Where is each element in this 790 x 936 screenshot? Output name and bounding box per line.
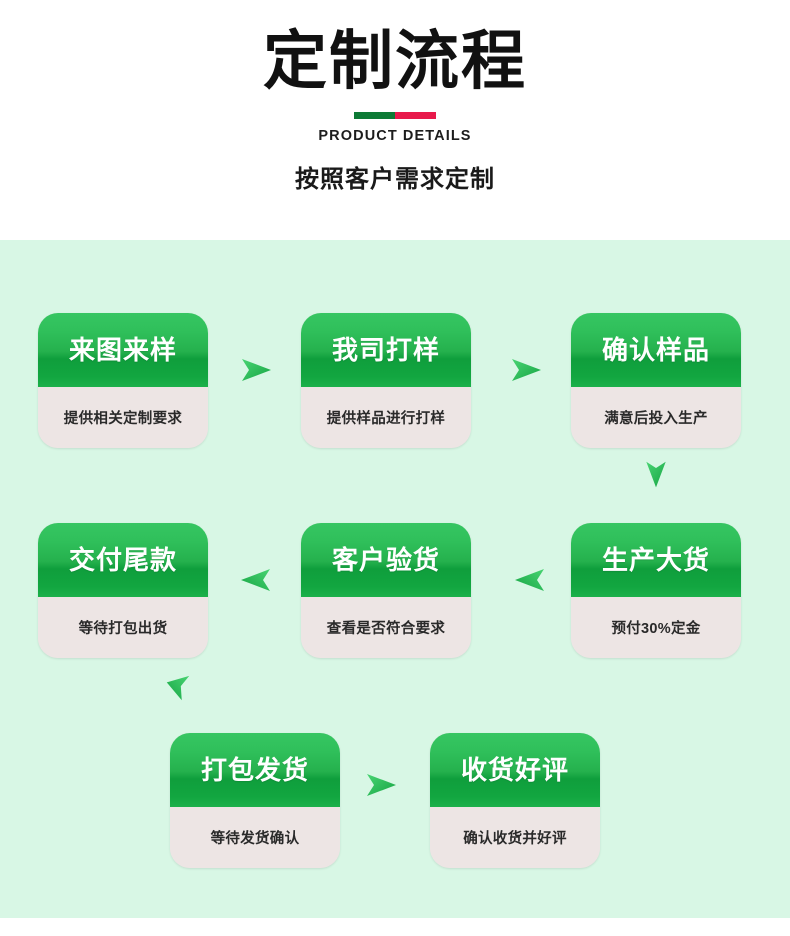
flow-step-body-7: 等待发货确认 [170, 807, 340, 868]
flow-step-card-5[interactable]: 客户验货 查看是否符合要求 [301, 523, 471, 658]
flow-step-body-8: 确认收货并好评 [430, 807, 600, 868]
subtitle-chinese: 按照客户需求定制 [295, 165, 495, 193]
flow-step-body-4: 预付30%定金 [571, 597, 741, 658]
flow-step-header-6: 交付尾款 [38, 523, 208, 597]
flow-step-desc-2: 提供样品进行打样 [326, 411, 446, 427]
arrow-left-icon-2 [238, 565, 272, 595]
page-header: 定制流程 PRODUCT DETAILS 按照客户需求定制 [0, 0, 790, 240]
flow-step-body-6: 等待打包出货 [38, 597, 208, 658]
page-title: 定制流程 [263, 25, 527, 97]
flow-step-header-3: 确认样品 [571, 313, 741, 387]
flow-step-body-3: 满意后投入生产 [571, 387, 741, 448]
flow-step-title-4: 生产大货 [601, 545, 710, 575]
flow-step-body-2: 提供样品进行打样 [301, 387, 471, 448]
flow-step-card-3[interactable]: 确认样品 满意后投入生产 [571, 313, 741, 448]
title-divider [354, 111, 436, 119]
arrow-left-icon-1 [512, 565, 546, 595]
flow-step-card-7[interactable]: 打包发货 等待发货确认 [170, 733, 340, 868]
flow-step-title-1: 来图来样 [68, 335, 177, 365]
flow-step-title-7: 打包发货 [200, 755, 309, 785]
flow-step-body-1: 提供相关定制要求 [38, 387, 208, 448]
arrow-down-left-icon-1 [161, 673, 195, 703]
flow-step-desc-7: 等待发货确认 [210, 831, 300, 847]
arrow-down-icon-1 [639, 460, 673, 490]
flow-step-header-8: 收货好评 [430, 733, 600, 807]
divider-right-segment [395, 111, 436, 119]
flow-step-desc-8: 确认收货并好评 [463, 831, 567, 847]
subtitle-english: PRODUCT DETAILS [318, 127, 472, 144]
flow-step-card-6[interactable]: 交付尾款 等待打包出货 [38, 523, 208, 658]
flow-step-desc-1: 提供相关定制要求 [63, 411, 183, 427]
flow-step-header-7: 打包发货 [170, 733, 340, 807]
flow-step-title-2: 我司打样 [331, 335, 440, 365]
arrow-right-icon-3 [365, 770, 399, 800]
flow-step-header-5: 客户验货 [301, 523, 471, 597]
divider-left-segment [354, 111, 395, 119]
flow-step-desc-6: 等待打包出货 [78, 621, 168, 637]
flow-step-title-6: 交付尾款 [68, 545, 177, 575]
flow-step-card-4[interactable]: 生产大货 预付30%定金 [571, 523, 741, 658]
flow-step-header-4: 生产大货 [571, 523, 741, 597]
flow-step-header-1: 来图来样 [38, 313, 208, 387]
flow-step-desc-4: 预付30%定金 [611, 621, 701, 637]
flow-step-title-5: 客户验货 [331, 545, 440, 575]
flow-step-header-2: 我司打样 [301, 313, 471, 387]
flow-step-body-5: 查看是否符合要求 [301, 597, 471, 658]
flow-step-card-1[interactable]: 来图来样 提供相关定制要求 [38, 313, 208, 448]
flow-step-card-8[interactable]: 收货好评 确认收货并好评 [430, 733, 600, 868]
flow-step-title-3: 确认样品 [601, 335, 710, 365]
flow-step-card-2[interactable]: 我司打样 提供样品进行打样 [301, 313, 471, 448]
arrow-right-icon-1 [240, 355, 274, 385]
flow-step-desc-3: 满意后投入生产 [604, 411, 708, 427]
arrow-right-icon-2 [510, 355, 544, 385]
flow-step-desc-5: 查看是否符合要求 [326, 621, 446, 637]
flow-step-title-8: 收货好评 [460, 755, 569, 785]
